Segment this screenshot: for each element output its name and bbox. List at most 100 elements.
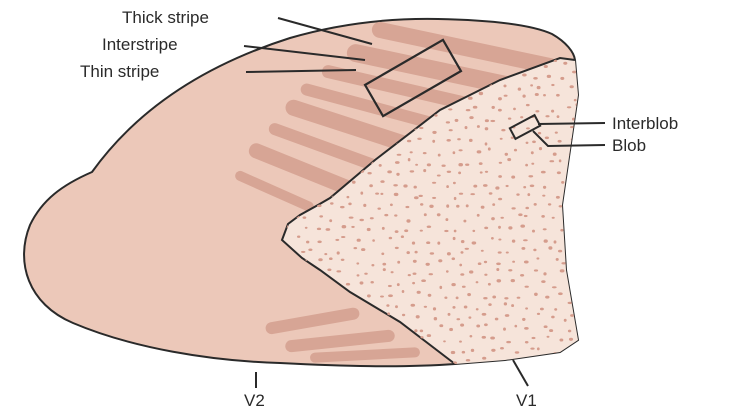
blob-dot [390,203,393,206]
blob-dot [488,283,491,286]
blob-dot [521,247,525,250]
blob-dot [412,242,415,245]
blob-dot [386,304,389,307]
blob-dot [360,191,363,194]
blob-dot [478,262,482,265]
blob-dot [397,261,400,264]
blob-dot [391,271,394,273]
blob-dot [369,184,373,187]
blob-dot [522,318,525,321]
blob-dot [568,175,572,178]
blob-dot [349,216,354,218]
blob-dot [491,237,494,240]
blob-dot [507,158,511,161]
blob-dot [469,116,473,119]
blob-dot [441,165,445,167]
blob-dot [577,66,580,69]
blob-dot [520,274,524,277]
blob-dot [568,330,571,333]
blob-dot [465,164,469,166]
blob-dot [395,230,399,233]
blob-dot [447,171,451,173]
blob-dot [525,286,529,288]
blob-dot [499,162,502,164]
blob-dot [426,241,430,244]
blob-dot [447,252,451,255]
blob-dot [326,228,331,231]
blob-dot [518,362,522,365]
blob-dot [556,258,559,261]
blob-dot [429,273,433,275]
blob-dot [406,219,410,222]
blob-dot [470,335,473,337]
blob-dot [580,328,584,330]
blob-dot [498,238,501,240]
blob-dot [453,237,456,240]
blob-dot [317,240,321,243]
blob-dot [560,269,565,272]
blob-dot [536,257,539,259]
blob-dot [417,138,421,140]
blob-dot [498,361,501,364]
thick-stripe-label: Thick stripe [122,8,209,27]
blob-dot [570,225,574,228]
blob-dot [432,197,436,199]
blob-dot [523,186,526,188]
blob-dot [377,207,381,209]
blob-dot [506,341,511,343]
blob-dot [511,304,514,307]
blob-dot [525,207,529,210]
blob-dot [574,99,577,102]
blob-dot [460,273,464,276]
blob-dot [484,261,487,263]
blob-dot [524,327,529,330]
blob-dot [459,264,462,267]
blob-dot [530,347,534,349]
blob-dot [533,249,536,252]
blob-dot [459,149,463,151]
blob-dot [413,273,417,275]
blob-dot [554,308,557,311]
blob-dot [420,330,424,333]
blob-dot [383,268,386,271]
blob-dot [341,236,345,238]
thin-stripe-label: Thin stripe [80,62,159,81]
blob-dot [352,181,356,184]
blob-dot [446,204,449,207]
blob-dot [495,186,499,189]
blob-dot [380,193,383,195]
blob-dot [403,184,407,187]
blob-dot [453,151,456,154]
blob-dot [415,164,418,166]
blob-dot [444,296,447,298]
blob-dot [583,259,586,262]
blob-dot [367,294,371,297]
blob-dot [498,198,502,201]
blob-dot [533,77,538,80]
blob-dot [532,230,535,233]
blob-dot [552,217,555,219]
blob-dot [427,225,432,228]
blob-dot [423,152,427,154]
blob-dot [387,170,392,173]
blob-dot [461,240,465,243]
blob-dot [491,217,495,220]
blob-dot [342,225,347,228]
blob-dot [432,182,436,184]
blob-dot [479,92,483,95]
blob-dot [514,325,517,328]
blob-dot [522,94,525,97]
blob-dot [541,171,546,174]
blob-dot [553,153,557,156]
blob-dot [473,106,478,109]
blob-dot [458,163,463,166]
blob-dot [531,163,534,165]
blob-dot [402,314,405,316]
blob-dot [531,151,534,154]
blob-dot [341,259,345,261]
blob-dot [476,325,480,328]
blob-dot [485,142,488,145]
blob-dot [438,154,441,157]
blob-dot [559,205,563,207]
blob-dot [498,97,502,100]
